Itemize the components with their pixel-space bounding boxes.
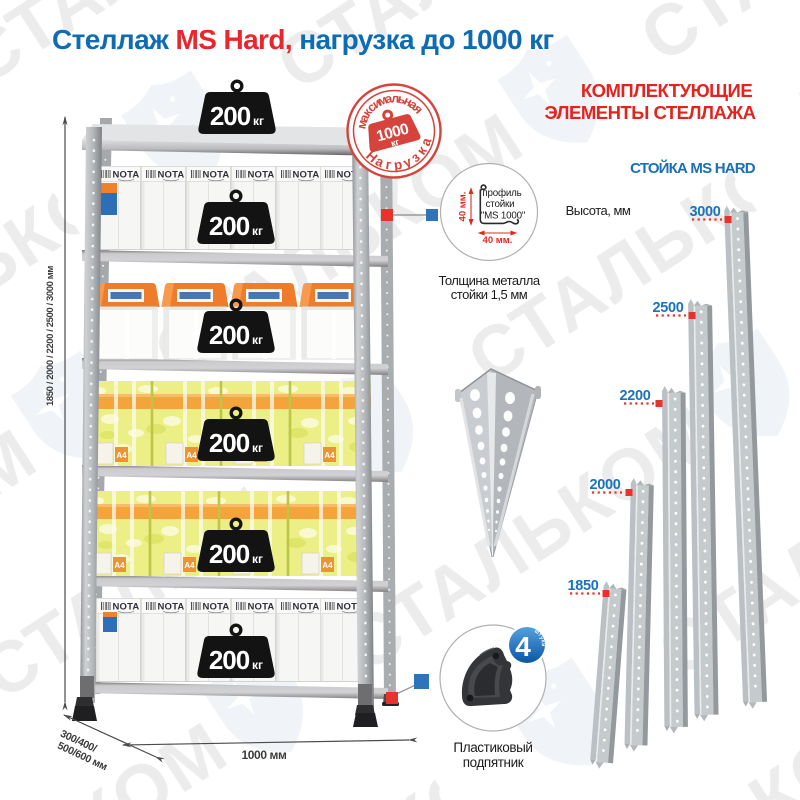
- svg-text:г: г: [385, 157, 393, 173]
- svg-text:1000 мм: 1000 мм: [242, 748, 288, 762]
- svg-text:1850: 1850: [567, 578, 598, 594]
- svg-text:"MS 1000": "MS 1000": [481, 211, 526, 222]
- svg-text:кг: кг: [390, 137, 401, 149]
- svg-text:ь: ь: [396, 92, 407, 107]
- svg-text:стойки: стойки: [486, 199, 515, 210]
- svg-text:Пластиковый: Пластиковый: [453, 740, 532, 755]
- svg-text:4: 4: [515, 631, 531, 662]
- svg-text:1850 / 2000 / 2200 / 2500 / 30: 1850 / 2000 / 2200 / 2500 / 3000 мм: [45, 266, 56, 406]
- svg-text:Высота, мм: Высота, мм: [566, 203, 631, 218]
- svg-text:40 мм.: 40 мм.: [458, 192, 469, 222]
- svg-text:л: л: [391, 91, 400, 105]
- svg-text:стойки 1,5 мм: стойки 1,5 мм: [451, 287, 528, 302]
- svg-text:Толщина металла: Толщина металла: [438, 273, 540, 288]
- svg-text:2500: 2500: [652, 300, 683, 316]
- svg-text:профиль: профиль: [482, 188, 521, 199]
- svg-text:3000: 3000: [689, 204, 720, 220]
- svg-text:м: м: [354, 118, 370, 130]
- svg-text:2000: 2000: [589, 477, 620, 493]
- svg-text:подпятник: подпятник: [463, 755, 524, 770]
- svg-text:а: а: [384, 91, 394, 106]
- svg-text:40 мм.: 40 мм.: [483, 235, 513, 246]
- svg-text:р: р: [393, 157, 403, 173]
- svg-text:2200: 2200: [619, 388, 650, 404]
